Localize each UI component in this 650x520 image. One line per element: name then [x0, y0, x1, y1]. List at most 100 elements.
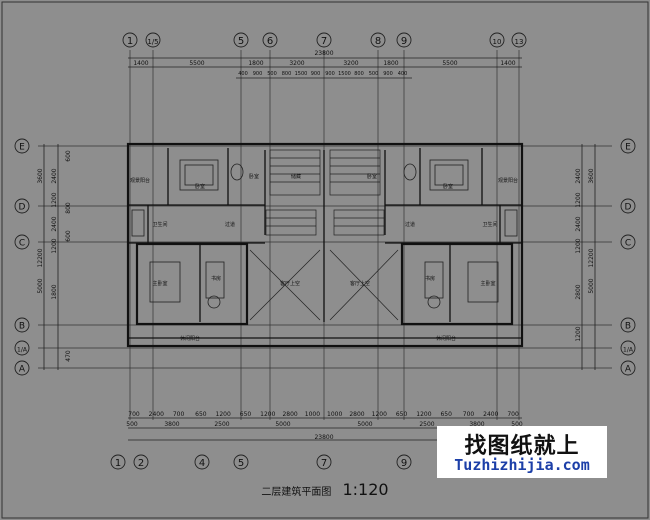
dim-bottom-row1: 1200 — [372, 411, 387, 418]
dim-bottom-row1: 1200 — [260, 411, 275, 418]
axis-label-left: 1/A — [17, 347, 28, 354]
dim-top-row1: 3200 — [289, 60, 304, 67]
dim-top-total: 23800 — [314, 50, 333, 57]
caption-scale: 1:120 — [342, 480, 389, 499]
dim-bottom-row1: 2800 — [349, 411, 364, 418]
axis-label-right: D — [625, 203, 632, 213]
dim-bottom-row1: 700 — [128, 411, 140, 418]
dim-right-outer: 5000 — [588, 278, 595, 293]
dim-bottom-row2: 500 — [126, 421, 138, 428]
axis-bubble-top — [145, 32, 161, 48]
dim-top-row1: 5500 — [189, 60, 204, 67]
dim-left-inner: 2400 — [51, 216, 58, 231]
axis-label-top: 1 — [127, 36, 133, 47]
dim-top-row2: 500 — [267, 71, 277, 77]
axis-label-right: A — [625, 365, 632, 375]
axis-bubble-top — [396, 32, 412, 48]
dim-bottom-row2: 2500 — [214, 421, 229, 428]
axis-bubble-bottom — [396, 454, 412, 470]
dim-bottom-row2: 5000 — [275, 421, 290, 428]
room-label: 过道 — [225, 221, 235, 228]
dim-top-row1: 1800 — [383, 60, 398, 67]
watermark-text: 找图纸就上 — [464, 434, 580, 459]
room-label: 卧室 — [249, 173, 259, 180]
room-label: 卫生间 — [482, 221, 497, 228]
room-label: 卧室 — [443, 183, 453, 190]
dim-bottom-row1: 1000 — [305, 411, 320, 418]
axis-label-left: D — [19, 203, 26, 213]
dim-right-inner: 2800 — [575, 284, 582, 299]
dim-top-row2: 900 — [253, 71, 263, 77]
dim-top-row1: 1800 — [248, 60, 263, 67]
axis-label-bottom: 7 — [321, 458, 327, 469]
axis-bubble-top — [316, 32, 332, 48]
room-label: 卧室 — [367, 173, 377, 180]
dim-bottom-row1: 650 — [240, 411, 252, 418]
dim-left-inner: 1800 — [51, 284, 58, 299]
axis-label-bottom: 9 — [401, 458, 407, 469]
dim-right-outer: 12200 — [588, 248, 595, 267]
axis-bubble-bottom — [133, 454, 149, 470]
dim-bottom-row1: 1000 — [327, 411, 342, 418]
dim-bottom-total: 23800 — [314, 434, 333, 441]
axis-bubble-top — [511, 32, 527, 48]
dim-top-row1: 5500 — [442, 60, 457, 67]
dim-top-row1: 1400 — [500, 60, 515, 67]
axis-label-top: 8 — [375, 36, 381, 47]
axis-label-bottom: 4 — [199, 458, 205, 469]
axis-label-top: 9 — [401, 36, 407, 47]
axis-label-right: E — [625, 143, 631, 153]
dim-bottom-row1: 650 — [396, 411, 408, 418]
dim-bottom-row1: 700 — [463, 411, 475, 418]
watermark-box: 找图纸就上 Tuzhizhijia.com — [437, 426, 607, 478]
dim-bottom-row1: 650 — [440, 411, 452, 418]
dim-top-row1: 3200 — [343, 60, 358, 67]
dim-top-row1: 1400 — [133, 60, 148, 67]
room-label: 储藏 — [291, 173, 301, 180]
axis-bubble-bottom — [194, 454, 210, 470]
dim-bottom-row2: 3800 — [164, 421, 179, 428]
dim-left-outer: 5000 — [37, 278, 44, 293]
caption-title: 二层建筑平面图 — [261, 487, 332, 498]
axis-bubble-right — [620, 138, 636, 154]
axis-label-right: C — [625, 239, 631, 249]
axis-bubble-right — [620, 340, 636, 356]
room-label: 观景阳台 — [130, 177, 150, 184]
axis-bubble-right — [620, 234, 636, 250]
dim-top-row2: 400 — [238, 71, 248, 77]
axis-bubble-right — [620, 360, 636, 376]
axis-bubble-left — [14, 138, 30, 154]
dim-left-inner: 1200 — [51, 238, 58, 253]
axis-label-left: E — [19, 143, 25, 153]
room-label: 卧室 — [195, 183, 205, 190]
dim-bottom-row2: 5000 — [357, 421, 372, 428]
dim-left-outer: 3600 — [37, 168, 44, 183]
dim-bottom-row1: 1200 — [216, 411, 231, 418]
axis-bubble-left — [14, 340, 30, 356]
dim-left-inner: 2400 — [51, 168, 58, 183]
axis-label-left: C — [19, 239, 25, 249]
dim-left-inner: 1200 — [51, 192, 58, 207]
axis-bubble-top — [233, 32, 249, 48]
axis-label-bottom: 2 — [138, 458, 144, 469]
dim-bottom-row1: 2800 — [282, 411, 297, 418]
dim-bottom-row1: 700 — [507, 411, 519, 418]
dim-top-row2: 900 — [383, 71, 393, 77]
dim-right-outer: 3600 — [588, 168, 595, 183]
watermark-url: Tuzhizhijia.com — [454, 456, 590, 474]
axis-label-top: 13 — [515, 38, 524, 46]
axis-bubble-bottom — [316, 454, 332, 470]
axis-label-right: 1/A — [623, 347, 634, 354]
axis-label-bottom: 1 — [115, 458, 121, 469]
dim-top-row2: 400 — [398, 71, 408, 77]
axis-bubble-top — [262, 32, 278, 48]
room-label: 主卧室 — [480, 280, 495, 287]
dim-side-small: 600 — [65, 150, 72, 162]
axis-label-bottom: 5 — [238, 458, 244, 469]
room-label: 书房 — [211, 275, 221, 282]
dim-top-row2: 1500 — [338, 71, 351, 77]
axis-bubble-bottom — [233, 454, 249, 470]
dim-bottom-row1: 1200 — [416, 411, 431, 418]
